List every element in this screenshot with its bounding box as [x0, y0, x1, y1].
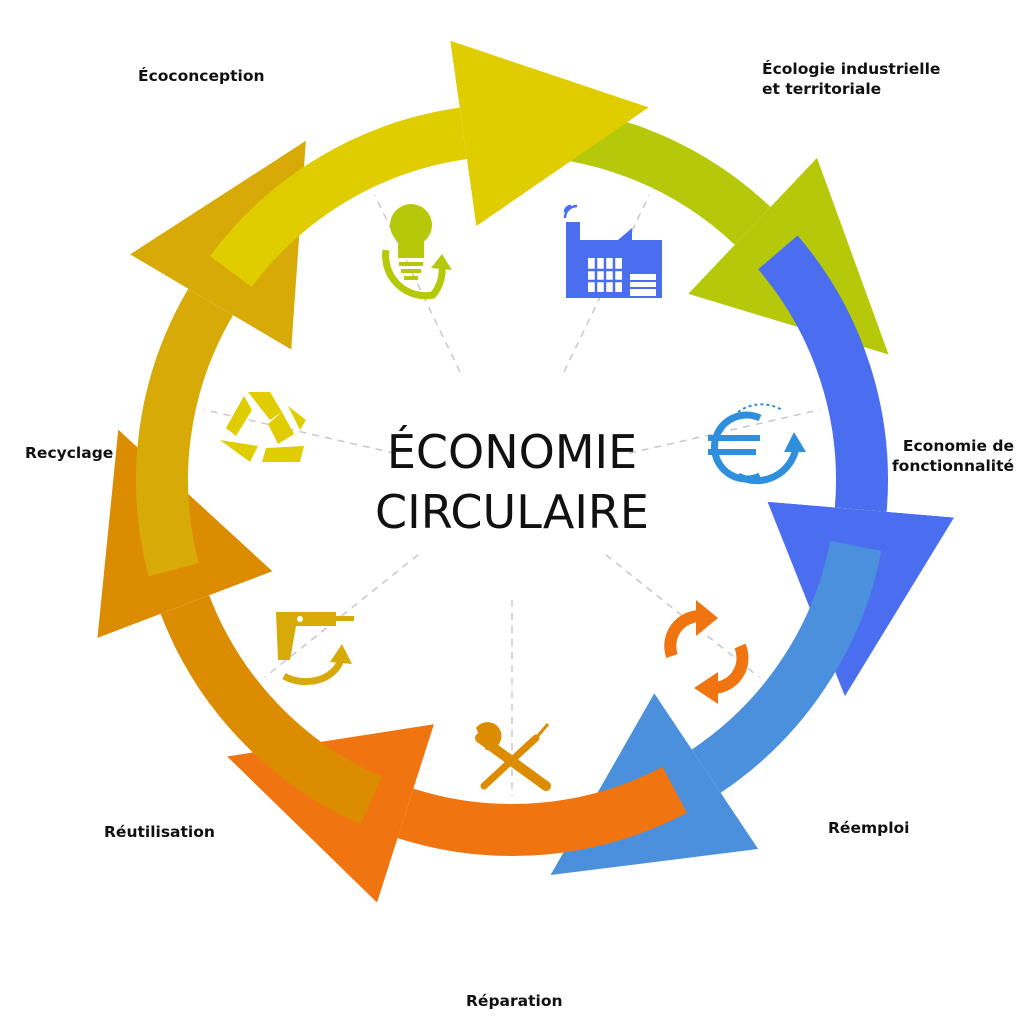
diagram-title-line1: ÉCONOMIE: [387, 425, 637, 479]
ring-segment-3: [227, 724, 687, 903]
stage-label-reparation: Réparation: [466, 992, 563, 1010]
drill-cycle-icon: [276, 612, 354, 686]
stage-label-economie-fonctionnalite: Economie de fonctionnalité: [891, 437, 1014, 475]
stage-label-reemploi: Réemploi: [828, 819, 910, 837]
ring-segment-6: [210, 40, 649, 288]
ring-segment-2: [550, 540, 882, 876]
ring-segment-0: [498, 104, 889, 355]
stage-label-recyclage: Recyclage: [25, 444, 114, 462]
diagram-title-line2: CIRCULAIRE: [375, 485, 649, 539]
refresh-arrows-icon: [664, 600, 749, 704]
sector-divider-5: [264, 554, 419, 678]
ring-segment-1: [757, 235, 955, 697]
cycle-ring: [97, 40, 955, 903]
euro-cycle-icon: [708, 403, 806, 485]
stage-label-ecologie-industrielle: Écologie industrielle et territoriale: [762, 60, 941, 98]
sector-divider-0: [374, 194, 461, 373]
sector-divider-2: [628, 408, 821, 455]
ring-segment-4: [97, 429, 382, 825]
factory-icon: [563, 204, 662, 298]
lightbulb-cycle-icon: [382, 204, 452, 300]
stage-label-reutilisation: Réutilisation: [104, 823, 215, 841]
ring-segment-5: [130, 140, 306, 577]
recycle-icon: [220, 392, 306, 462]
stage-label-ecoconception: Écoconception: [138, 67, 265, 85]
wrench-screwdriver-icon: [475, 722, 551, 791]
sector-divider-6: [203, 408, 396, 455]
